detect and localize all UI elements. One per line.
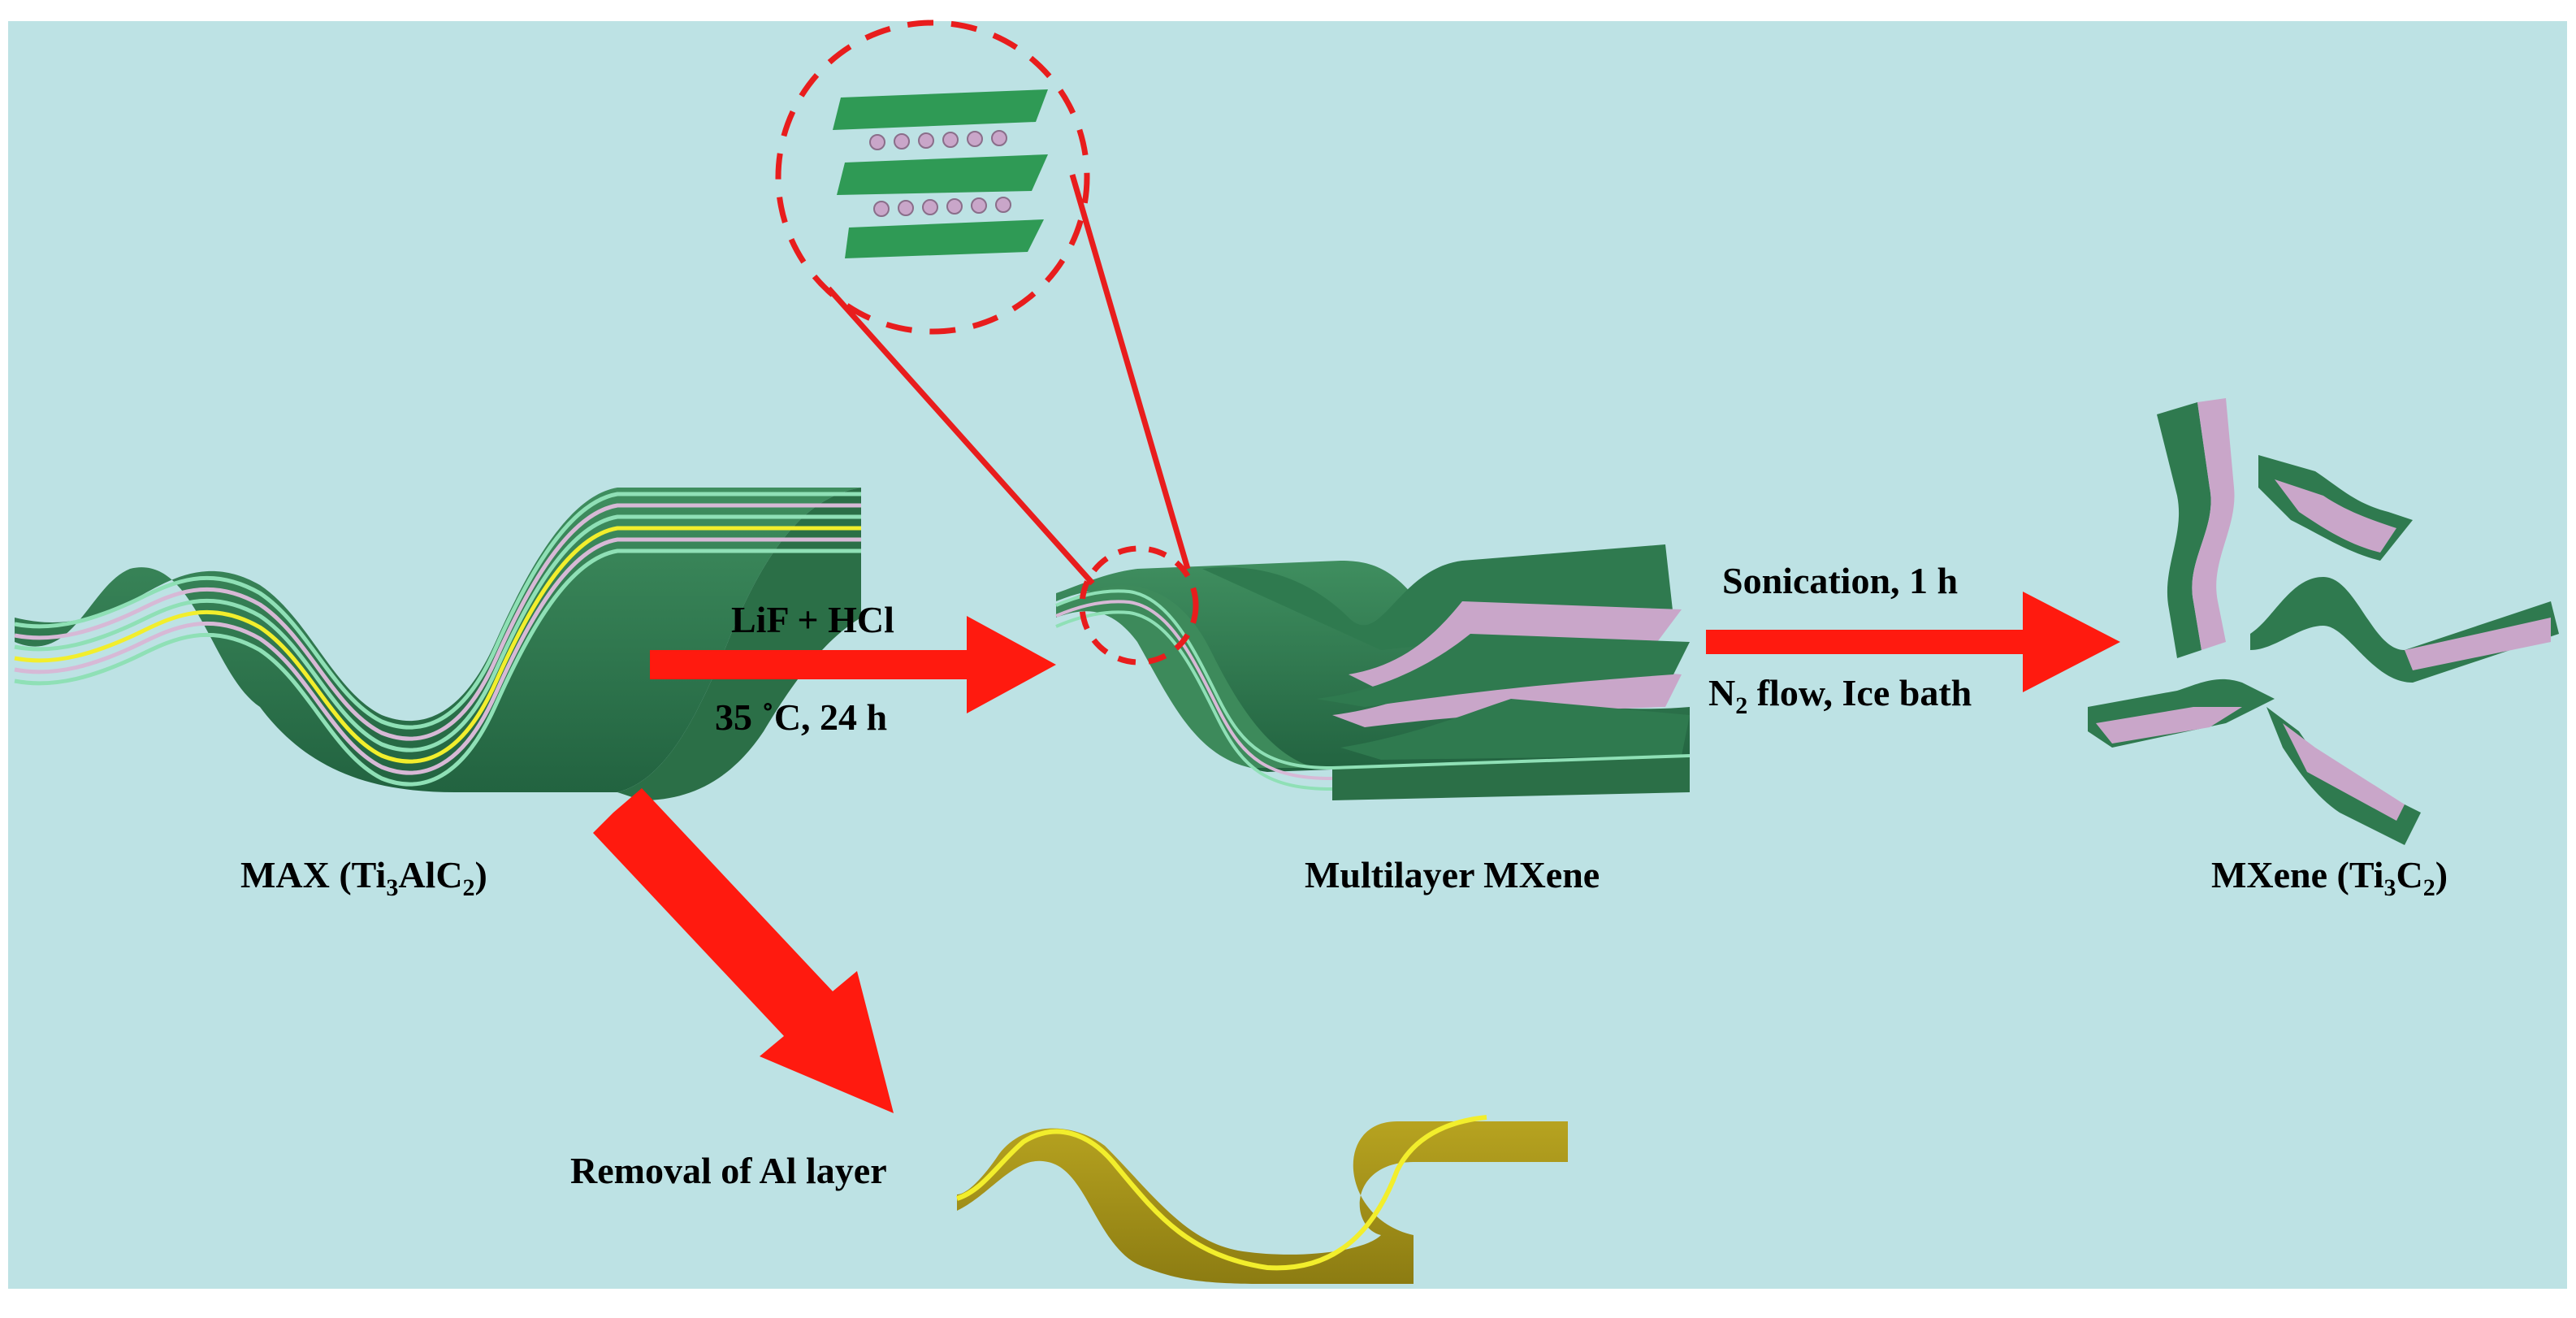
arrow-etching xyxy=(650,616,1056,713)
label-mxene: MXene (Ti3C2) xyxy=(2211,854,2448,901)
label-max-phase: MAX (Ti3AlC2) xyxy=(240,854,487,901)
label-sonication: Sonication, 1 h xyxy=(1722,560,1959,601)
label-etch-conditions: 35 ˚C, 24 h xyxy=(715,696,888,738)
max-phase-stack-icon xyxy=(14,488,861,800)
arrow-al-removal xyxy=(593,788,894,1113)
zoom-callout xyxy=(775,20,1199,666)
label-sonication-conditions: N2 flow, Ice bath xyxy=(1708,672,1972,719)
arrow-sonication xyxy=(1706,592,2120,692)
label-etchant: LiF + HCl xyxy=(731,599,894,640)
atomic-layer-zoom-icon xyxy=(833,89,1048,258)
label-multilayer-mxene: Multilayer MXene xyxy=(1305,854,1600,895)
multilayer-mxene-icon xyxy=(1055,544,1691,800)
al-layer-icon xyxy=(955,1115,1568,1284)
mxene-flakes-icon xyxy=(2088,398,2559,845)
label-al-removal: Removal of Al layer xyxy=(570,1150,887,1191)
